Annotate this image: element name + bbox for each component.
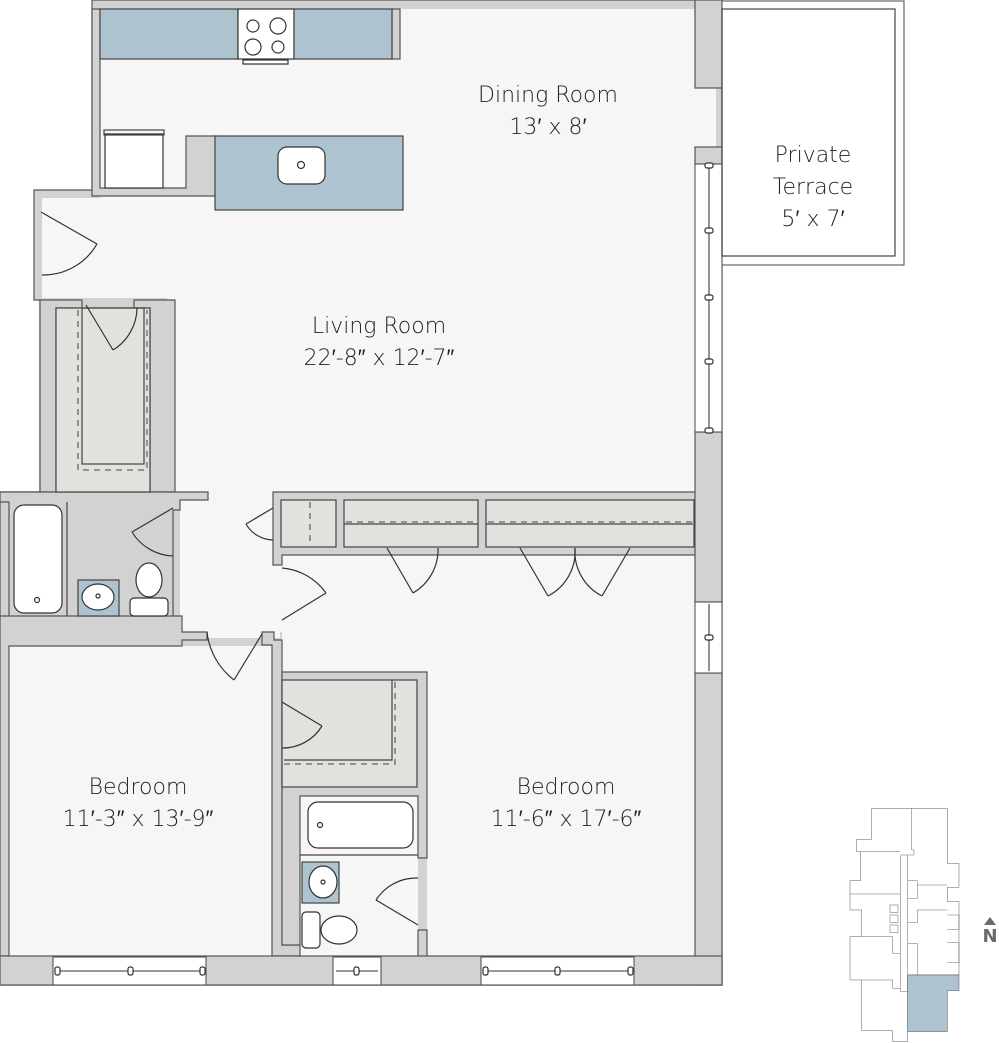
room-name: Bedroom bbox=[516, 775, 616, 800]
north-indicator: N bbox=[980, 917, 999, 947]
room-size: 5′ x 7′ bbox=[781, 207, 845, 232]
bath-1 bbox=[13, 502, 169, 617]
room-name: Dining Room bbox=[478, 83, 618, 108]
room-label-bedroom-2: Bedroom 11′-6″ x 17′-6″ bbox=[491, 772, 642, 836]
upper-counter-left bbox=[99, 8, 239, 60]
room-name: Bedroom bbox=[88, 775, 188, 800]
north-label: N bbox=[982, 926, 998, 947]
kitchen bbox=[99, 8, 404, 211]
toilet-icon bbox=[135, 562, 163, 598]
room-name-line2: Terrace bbox=[772, 175, 854, 200]
north-arrow-icon bbox=[984, 917, 996, 925]
room-label-bedroom-1: Bedroom 11′-3″ x 13′-9″ bbox=[63, 772, 214, 836]
closets bbox=[55, 307, 695, 788]
room-size: 11′-3″ x 13′-9″ bbox=[62, 807, 214, 832]
room-name-line1: Private bbox=[774, 143, 852, 168]
toilet-icon bbox=[301, 911, 321, 949]
room-label-private-terrace: Private Terrace 5′ x 7′ bbox=[773, 140, 853, 236]
bathtub-icon bbox=[13, 504, 63, 614]
room-size: 22′-8″ x 12′-7″ bbox=[303, 346, 455, 371]
floors bbox=[9, 9, 716, 957]
room-label-dining-room: Dining Room 13′ x 8′ bbox=[478, 80, 618, 144]
bathtub-icon bbox=[307, 801, 414, 849]
doors bbox=[40, 87, 772, 926]
key-plan bbox=[849, 808, 960, 1042]
room-name: Living Room bbox=[311, 314, 447, 339]
upper-counter-right bbox=[293, 8, 393, 60]
room-size: 13′ x 8′ bbox=[509, 115, 587, 140]
private-terrace-outline bbox=[721, 0, 905, 266]
room-size: 11′-6″ x 17′-6″ bbox=[490, 807, 642, 832]
room-label-living-room: Living Room 22′-8″ x 12′-7″ bbox=[304, 311, 455, 375]
windows bbox=[52, 162, 723, 986]
refrigerator-icon bbox=[104, 133, 164, 189]
bath-2 bbox=[300, 801, 418, 949]
